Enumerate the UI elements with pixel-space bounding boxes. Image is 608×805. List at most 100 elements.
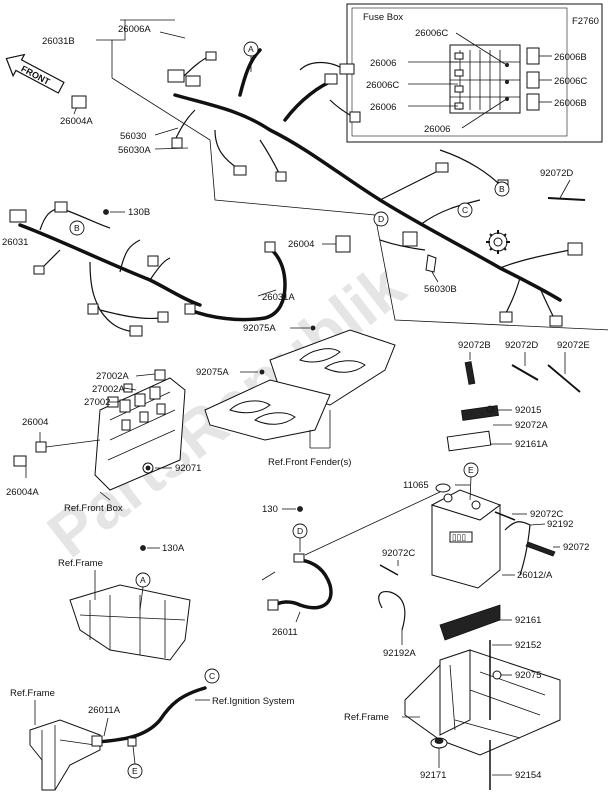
svg-text:E: E bbox=[132, 766, 138, 776]
label-27002a-1: 27002A bbox=[96, 371, 129, 382]
callout-a-top: A bbox=[243, 41, 259, 72]
svg-text:A: A bbox=[248, 44, 254, 54]
callout-c-ignition: C bbox=[204, 668, 220, 684]
fuse-box-panel: Fuse Box F2760 bbox=[346, 3, 603, 143]
label-26012a: 26012/A bbox=[517, 570, 553, 581]
label-92075: 92075 bbox=[515, 670, 541, 681]
battery-tray bbox=[404, 640, 561, 790]
callout-a-frame: A bbox=[135, 572, 151, 611]
front-arrow: FRONT bbox=[5, 53, 65, 94]
strap-92072d-top bbox=[547, 197, 586, 201]
label-92072c-right: 92072C bbox=[530, 509, 563, 520]
label-92154: 92154 bbox=[515, 770, 541, 781]
label-130b: 130B bbox=[128, 207, 150, 218]
label-92192a: 92192A bbox=[383, 648, 416, 659]
wire-56030b bbox=[379, 239, 426, 251]
front-fender-panels bbox=[204, 325, 396, 441]
callout-d-top: D bbox=[373, 211, 389, 227]
callout-b-left: B bbox=[69, 220, 85, 236]
callout-d-cable: D bbox=[292, 523, 308, 552]
label-92075a-1: 92075A bbox=[243, 323, 276, 334]
fuse-box-title: Fuse Box bbox=[363, 12, 403, 23]
main-harness bbox=[173, 48, 571, 321]
figure-code: F2760 bbox=[572, 16, 599, 27]
label-92152: 92152 bbox=[515, 640, 541, 651]
label-26011: 26011 bbox=[272, 627, 298, 638]
label-92075a-2: 92075A bbox=[196, 367, 229, 378]
bolt-130b bbox=[103, 209, 109, 215]
label-92072b: 92072B bbox=[458, 340, 491, 351]
fuse-label-26006-2: 26006 bbox=[370, 102, 396, 113]
label-56030: 56030 bbox=[120, 131, 146, 142]
fuse-label-26006-1: 26006 bbox=[370, 58, 396, 69]
fuse-label-26006c-right: 26006C bbox=[554, 76, 587, 87]
battery-assembly: ▯▯▯ bbox=[378, 405, 556, 641]
callout-e-battery: E bbox=[463, 462, 479, 501]
fuse-label-26006b-1: 26006B bbox=[554, 52, 587, 63]
label-26004-left: 26004 bbox=[22, 417, 48, 428]
label-26004a-left: 26004A bbox=[6, 487, 39, 498]
label-26011a: 26011A bbox=[88, 705, 121, 716]
label-92072: 92072 bbox=[563, 542, 589, 553]
relay-gear-icon bbox=[486, 230, 510, 254]
main-harness-connectors bbox=[167, 51, 583, 327]
fuse-label-26006c-mid: 26006C bbox=[366, 80, 399, 91]
label-92072d-mid: 92072D bbox=[505, 340, 538, 351]
main-harness-frame bbox=[96, 19, 608, 331]
label-130a: 130A bbox=[162, 543, 185, 554]
label-26004a-top: 26004A bbox=[60, 116, 93, 127]
label-130: 130 bbox=[262, 504, 278, 515]
cable-26011a bbox=[91, 686, 207, 747]
front-box-board bbox=[13, 369, 186, 491]
label-56030a: 56030A bbox=[118, 145, 151, 156]
svg-text:D: D bbox=[378, 214, 384, 224]
harness-26031 bbox=[9, 201, 202, 337]
callout-c-top: C bbox=[457, 202, 473, 218]
clip-26004-mid bbox=[335, 235, 351, 253]
clip-26004a-top bbox=[71, 95, 87, 109]
bolt-130 bbox=[297, 506, 303, 512]
label-92072a: 92072A bbox=[515, 420, 548, 431]
callout-e-bottom: E bbox=[127, 745, 143, 779]
ref-front-fender: Ref.Front Fender(s) bbox=[268, 457, 351, 468]
ref-frame-1: Ref.Frame bbox=[58, 558, 103, 569]
label-92072c-left: 92072C bbox=[382, 548, 415, 559]
label-26031: 26031 bbox=[2, 237, 28, 248]
label-92171: 92171 bbox=[420, 770, 446, 781]
frame-bottom-left bbox=[29, 719, 101, 791]
label-92072e: 92072E bbox=[557, 340, 590, 351]
label-26006a: 26006A bbox=[118, 24, 151, 35]
label-26004-mid: 26004 bbox=[288, 239, 314, 250]
label-92161a: 92161A bbox=[515, 439, 548, 450]
label-92161: 92161 bbox=[515, 615, 541, 626]
label-56030b: 56030B bbox=[424, 284, 457, 295]
svg-text:B: B bbox=[499, 184, 505, 194]
harness-26031a bbox=[184, 241, 287, 322]
callout-b-top: B bbox=[494, 181, 510, 197]
svg-text:D: D bbox=[297, 526, 303, 536]
fuse-label-26006b-2: 26006B bbox=[554, 98, 587, 109]
label-92072d-top: 92072D bbox=[540, 168, 573, 179]
svg-text:C: C bbox=[209, 671, 215, 681]
cable-26011 bbox=[261, 553, 333, 611]
svg-text:E: E bbox=[468, 465, 474, 475]
label-92192: 92192 bbox=[547, 519, 573, 530]
label-92015: 92015 bbox=[515, 405, 541, 416]
label-27002: 27002 bbox=[84, 397, 110, 408]
label-26031a: 26031A bbox=[262, 292, 295, 303]
ref-front-box: Ref.Front Box bbox=[64, 503, 123, 514]
straps-92072 bbox=[464, 352, 581, 393]
svg-text:A: A bbox=[140, 575, 146, 585]
svg-text:C: C bbox=[462, 205, 468, 215]
label-11065: 11065 bbox=[403, 480, 429, 491]
ref-frame-2: Ref.Frame bbox=[10, 688, 55, 699]
ref-frame-3: Ref.Frame bbox=[344, 712, 389, 723]
svg-text:B: B bbox=[74, 223, 80, 233]
frame-a bbox=[69, 584, 191, 661]
fuse-label-26006-3: 26006 bbox=[424, 124, 450, 135]
ref-ignition-system: Ref.Ignition System bbox=[212, 696, 294, 707]
fuse-label-26006c-top: 26006C bbox=[415, 28, 448, 39]
label-26031b: 26031B bbox=[42, 36, 75, 47]
